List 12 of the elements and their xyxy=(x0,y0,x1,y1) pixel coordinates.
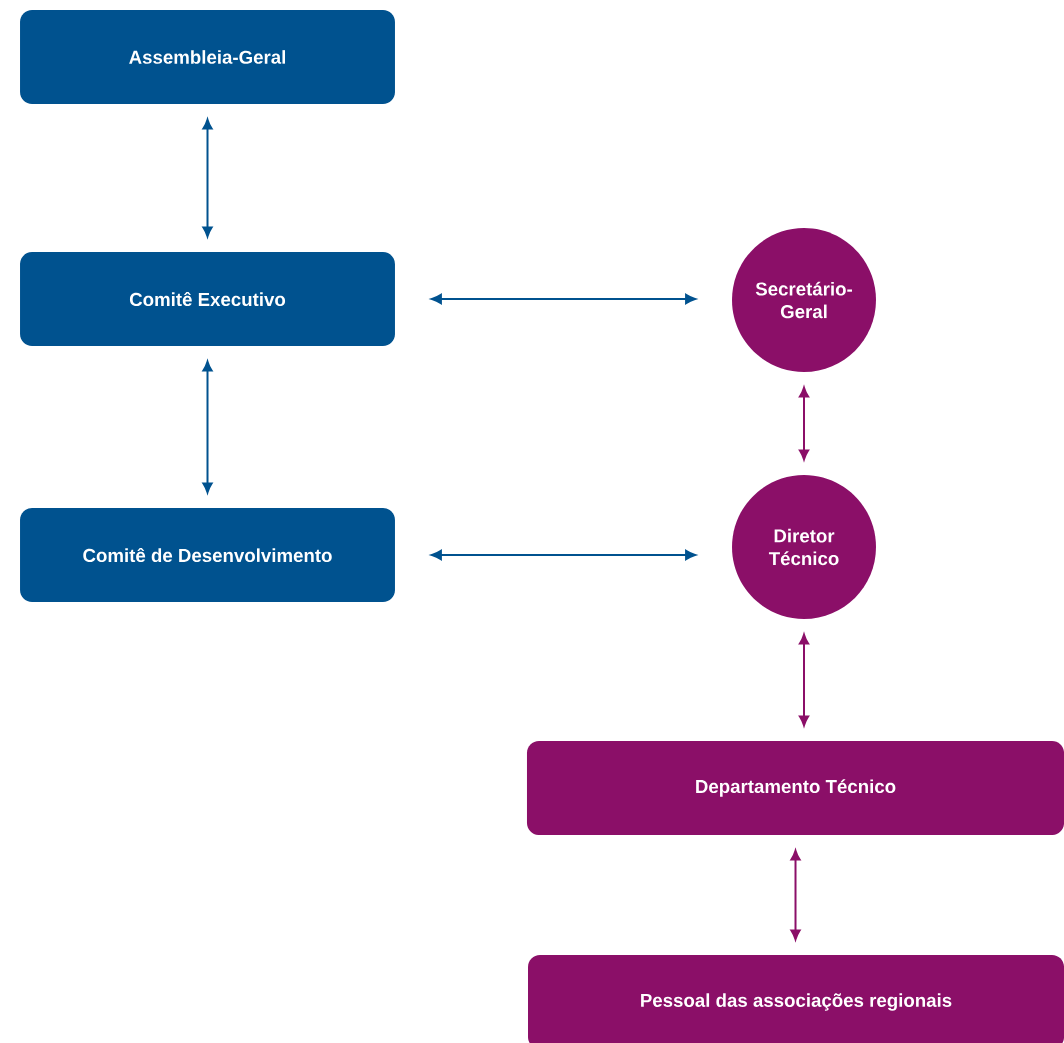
process-box: Departamento Técnico xyxy=(526,741,1064,835)
process-box: Comitê de Desenvolvimento xyxy=(20,508,395,602)
double-arrow xyxy=(431,549,696,561)
double-arrow xyxy=(798,633,810,727)
process-box: Assembleia-Geral xyxy=(20,10,395,104)
double-arrow xyxy=(202,118,213,238)
process-box: Pessoal das associações regionais xyxy=(528,955,1064,1043)
double-arrow xyxy=(798,386,810,461)
double-arrow xyxy=(202,360,213,494)
process-box: Comitê Executivo xyxy=(20,252,395,346)
double-arrow xyxy=(790,849,801,941)
double-arrow xyxy=(431,293,696,305)
